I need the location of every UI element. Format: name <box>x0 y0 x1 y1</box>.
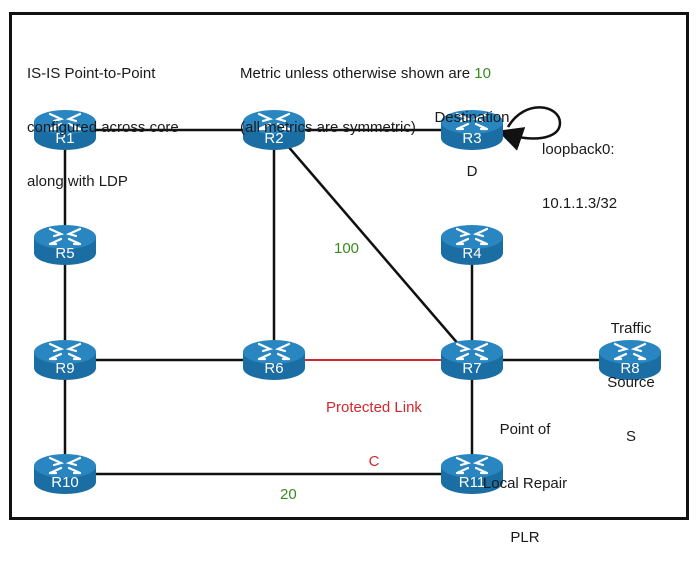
router-arrows-icon <box>455 112 489 131</box>
plr-label: Point of Local Repair PLR <box>476 385 574 565</box>
router-label: R7 <box>462 360 481 377</box>
router-r3[interactable]: R3 <box>441 110 503 150</box>
isis-note: IS-IS Point-to-Point configured across c… <box>27 29 179 209</box>
metric-note-prefix: Metric unless otherwise shown are <box>240 65 475 82</box>
plr-label-line-2: Local Repair <box>482 475 568 492</box>
router-label: R11 <box>459 474 485 491</box>
traffic-source-label: Traffic Source S <box>596 284 666 464</box>
link-r2-r7 <box>273 129 473 361</box>
plr-label-line-1: Point of <box>499 421 551 438</box>
router-label: R10 <box>51 474 79 491</box>
router-top <box>441 110 503 134</box>
router-top <box>34 340 96 364</box>
router-arrows-icon <box>48 456 82 475</box>
router-arrows-icon <box>257 112 291 131</box>
isis-note-line-1: IS-IS Point-to-Point <box>27 65 156 82</box>
router-r11[interactable]: R11 <box>441 454 503 494</box>
router-r9[interactable]: R9 <box>34 340 96 380</box>
metric-label-r10-r11: 20 <box>280 486 297 503</box>
traffic-source-line-2: Source <box>607 374 655 391</box>
diagram-frame <box>9 12 689 520</box>
loopback-label: loopback0: 10.1.1.3/32 <box>542 105 617 231</box>
destination-label-line-2: D <box>466 163 478 180</box>
router-top <box>243 340 305 364</box>
router-r2[interactable]: R2 <box>243 110 305 150</box>
router-r10[interactable]: R10 <box>34 454 96 494</box>
default-metric-value: 10 <box>474 65 491 82</box>
router-label: R4 <box>462 245 481 262</box>
router-arrows-icon <box>613 342 647 361</box>
plr-label-line-3: PLR <box>510 529 540 546</box>
destination-label-line-1: Destination <box>434 109 510 126</box>
router-r5[interactable]: R5 <box>34 225 96 265</box>
router-top <box>34 110 96 134</box>
router-r6[interactable]: R6 <box>243 340 305 380</box>
router-top <box>441 454 503 478</box>
router-top <box>441 225 503 249</box>
router-top <box>441 340 503 364</box>
protected-link-line-2: C <box>368 453 380 470</box>
traffic-source-line-1: Traffic <box>610 320 652 337</box>
router-r1[interactable]: R1 <box>34 110 96 150</box>
router-top <box>599 340 661 364</box>
metric-note: Metric unless otherwise shown are 10 (al… <box>240 29 491 155</box>
router-label: R3 <box>462 130 481 147</box>
router-label: R6 <box>264 360 283 377</box>
router-r7[interactable]: R7 <box>441 340 503 380</box>
metric-label-r2-r7: 100 <box>334 240 360 257</box>
router-arrows-icon <box>48 112 82 131</box>
metric-note-line-1: Metric unless otherwise shown are 10 <box>240 65 491 83</box>
loopback-label-line-1: loopback0: <box>542 141 615 158</box>
router-top <box>34 225 96 249</box>
router-arrows-icon <box>48 227 82 246</box>
loopback-label-line-2: 10.1.1.3/32 <box>542 195 618 212</box>
loopback-arrow-icon <box>497 106 562 151</box>
router-arrows-icon <box>455 342 489 361</box>
isis-note-line-3: along with LDP <box>27 173 128 190</box>
router-label: R1 <box>55 130 74 147</box>
protected-link-label: Protected Link C <box>316 363 432 489</box>
router-arrows-icon <box>455 456 489 475</box>
protected-link-line-1: Protected Link <box>326 399 422 416</box>
router-arrows-icon <box>48 342 82 361</box>
router-label: R9 <box>55 360 74 377</box>
traffic-source-line-3: S <box>625 428 636 445</box>
router-label: R2 <box>264 130 283 147</box>
isis-note-line-2: configured across core <box>27 119 179 136</box>
router-top <box>243 110 305 134</box>
router-r4[interactable]: R4 <box>441 225 503 265</box>
router-label: R8 <box>620 360 639 377</box>
router-arrows-icon <box>257 342 291 361</box>
router-top <box>34 454 96 478</box>
router-label: R5 <box>55 245 74 262</box>
metric-note-line-2: (all metrics are symmetric) <box>240 119 416 136</box>
destination-label: Destination D <box>430 73 514 199</box>
router-arrows-icon <box>455 227 489 246</box>
router-r8[interactable]: R8 <box>599 340 661 380</box>
